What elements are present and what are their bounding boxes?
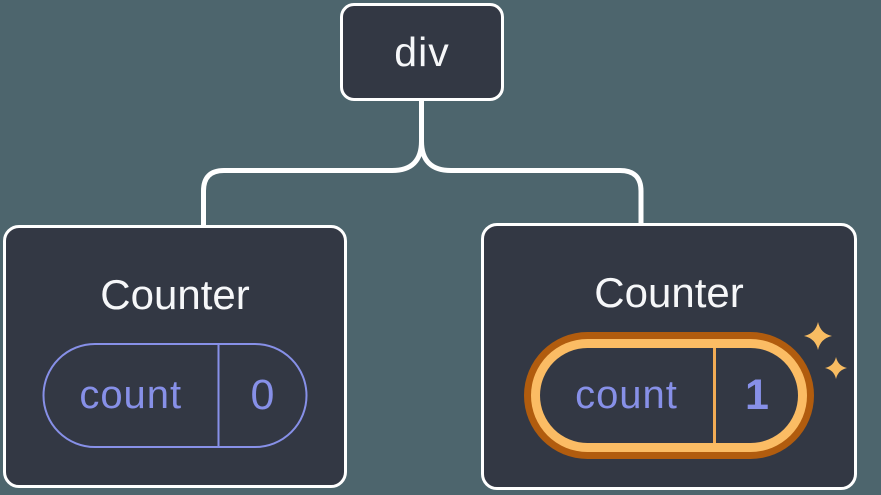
component-title: Counter: [594, 269, 744, 316]
state-pill-highlighted: count 1: [540, 348, 798, 443]
counter-card-right: Counter count 1: [481, 223, 857, 490]
sparkle-icon: [804, 322, 847, 379]
pill-divider: [713, 348, 716, 443]
state-label: count: [79, 373, 183, 417]
connector-right-branch: [419, 138, 644, 231]
state-pill: count 0: [42, 343, 308, 448]
pill-divider: [217, 345, 220, 446]
state-value: 1: [745, 371, 769, 419]
root-node-div: div: [340, 3, 504, 101]
component-title: Counter: [100, 271, 250, 318]
state-label: count: [575, 373, 678, 417]
sparkle-icon-large: [804, 322, 832, 350]
state-pill-highlight-ring-inner: count 1: [531, 339, 807, 452]
sparkle-icon-small: [825, 357, 847, 379]
connector-left-branch: [201, 138, 424, 231]
root-node-label: div: [394, 28, 450, 75]
state-pill-highlight-ring: count 1: [524, 332, 814, 459]
counter-card-left: Counter count 0: [3, 225, 347, 488]
state-value: 0: [250, 371, 275, 419]
